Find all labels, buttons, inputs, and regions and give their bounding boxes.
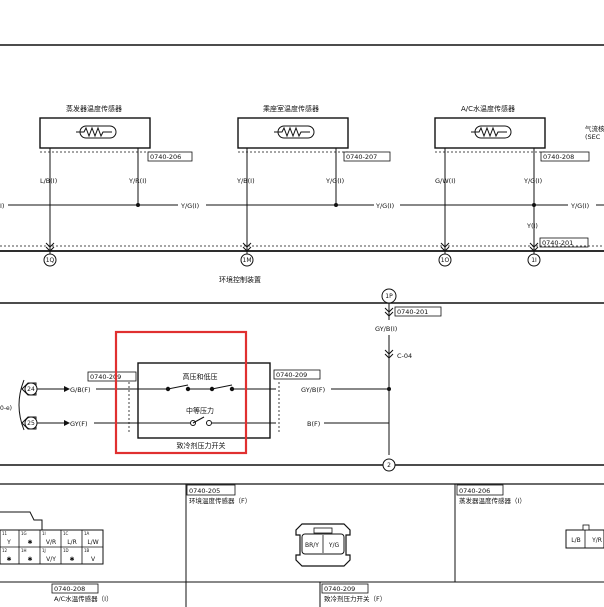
- svg-text:1I: 1I: [531, 257, 537, 264]
- panel-ambient-temp-sensor: 0740-205 环境温度传感器（F） BR/Y Y/G: [186, 484, 351, 567]
- svg-text:1D: 1D: [63, 548, 69, 553]
- left-edge-wire: I): [0, 202, 4, 210]
- ac-water-sensor-name: A/C水温传感器（I）: [54, 594, 113, 603]
- svg-text:V/R: V/R: [46, 539, 56, 546]
- sensor-3-name: A/C水温度传感器: [461, 104, 515, 113]
- connector-arrows: [45, 242, 539, 252]
- refrigerant-pressure-switch: 高压和低压 中等压力 致冷剂压力开关: [128, 362, 280, 450]
- svg-text:25: 25: [27, 420, 35, 427]
- svg-text:11: 11: [2, 531, 8, 536]
- ac-water-sensor-code: 0740-208: [54, 585, 85, 593]
- svg-text:✱: ✱: [6, 556, 11, 563]
- high-low-pressure-label: 高压和低压: [183, 372, 218, 381]
- sensor-1-right-wire: Y/R(I): [128, 177, 147, 185]
- svg-text:1Q: 1Q: [46, 257, 55, 264]
- panel-evaporator-temp-sensor: 0740-206 蒸发器温度传感器（I） L/B Y/R: [456, 484, 604, 549]
- pin-br-y: BR/Y: [305, 542, 319, 549]
- svg-text:0740-205: 0740-205: [189, 487, 220, 495]
- evaporator-temp-sensor: 蒸发器温度传感器 0740-206 L/B(I) Y/R(I): [39, 104, 193, 250]
- svg-text:GY/B(I): GY/B(I): [375, 325, 397, 333]
- svg-text:0-e): 0-e): [0, 405, 12, 412]
- svg-text:蒸发器温度传感器（I）: 蒸发器温度传感器（I）: [459, 496, 526, 505]
- svg-text:24: 24: [27, 386, 35, 393]
- svg-text:12: 12: [2, 548, 8, 553]
- climate-control-unit-label: 环境控制装置: [219, 275, 261, 284]
- ground-node: [382, 458, 396, 472]
- airflow-label-line2: (SEC: [585, 133, 601, 141]
- svg-text:1A: 1A: [84, 531, 90, 536]
- terminal-1i: [527, 253, 541, 267]
- sensor-3-left-wire: G/W(I): [435, 177, 456, 185]
- pressure-switch-panel-code: 0740-209: [324, 585, 355, 593]
- svg-text:1C: 1C: [63, 531, 69, 536]
- connector-1p: 1P 0740-201 GY/B(I) C-04: [375, 288, 442, 455]
- svg-text:G/B(F): G/B(F): [70, 386, 91, 394]
- sensor-3-code: 0740-208: [543, 153, 574, 161]
- yg-wire-2: Y/G(I): [375, 202, 394, 210]
- svg-text:GY/B(F): GY/B(F): [301, 386, 325, 394]
- svg-text:0740-206: 0740-206: [459, 487, 490, 495]
- sensor-2-code: 0740-207: [346, 153, 377, 161]
- terminal-1q: [43, 253, 57, 267]
- svg-text:1P: 1P: [385, 293, 393, 300]
- yg-wire-1: Y/G(I): [180, 202, 199, 210]
- pin-y-g: Y/G: [328, 542, 340, 549]
- svg-text:L/R: L/R: [67, 539, 77, 546]
- svg-text:1B: 1B: [84, 548, 90, 553]
- sensor-1-left-wire: L/B(I): [40, 177, 57, 185]
- sensor-2-right-wire: Y/G(I): [325, 177, 344, 185]
- svg-text:1M: 1M: [243, 257, 252, 264]
- terminal-1o: [438, 253, 452, 267]
- airflow-label-line1: 气流核: [585, 124, 604, 133]
- switch-code-right: 0740-209: [276, 371, 307, 379]
- svg-text:GY(F): GY(F): [70, 420, 88, 428]
- sensor-3-right-wire: Y/G(I): [523, 177, 542, 185]
- svg-text:✱: ✱: [27, 556, 32, 563]
- control-unit-code: 0740-201: [542, 239, 573, 247]
- svg-text:1G: 1G: [21, 531, 27, 536]
- cabin-temp-sensor: 乘座室温度传感器 0740-207 Y/B(I) Y/G(I): [236, 104, 391, 250]
- pressure-switch-panel-name: 致冷剂压力开关（F）: [324, 594, 386, 603]
- yg-wire-3: Y/G(I): [570, 202, 589, 210]
- ac-water-temp-sensor: A/C水温度传感器 0740-208 G/W(I) Y/G(I): [434, 104, 590, 250]
- y-wire-label: Y(I): [526, 222, 538, 230]
- sensor-1-name: 蒸发器温度传感器: [66, 104, 122, 113]
- terminal-1m: [240, 253, 254, 267]
- pressure-switch-name: 致冷剂压力开关: [177, 441, 226, 450]
- svg-text:1J: 1J: [42, 548, 46, 553]
- svg-text:B(F): B(F): [307, 420, 320, 428]
- svg-text:Y/R: Y/R: [591, 537, 602, 544]
- switch-right-wiring: GY/B(F) B(F): [301, 386, 391, 428]
- svg-text:V/Y: V/Y: [46, 556, 56, 563]
- svg-text:环境温度传感器（F）: 环境温度传感器（F）: [189, 496, 251, 505]
- svg-text:1H: 1H: [21, 548, 27, 553]
- switch-left-wiring: 0-e) 24 G/B(F) 25 GY(F): [0, 379, 132, 431]
- svg-text:Y: Y: [6, 539, 11, 546]
- svg-text:2: 2: [387, 462, 391, 469]
- switch-code-left: 0740-209: [90, 373, 121, 381]
- yg-wire-run: I) Y/G(I) Y/G(I) Y/G(I): [0, 202, 604, 210]
- mid-pressure-label: 中等压力: [186, 406, 214, 415]
- svg-text:1O: 1O: [441, 257, 450, 264]
- highlight-box: [114, 330, 248, 455]
- svg-text:0740-201: 0740-201: [397, 308, 428, 316]
- svg-text:C-04: C-04: [397, 352, 412, 360]
- sensor-2-left-wire: Y/B(I): [236, 177, 255, 185]
- svg-text:L/B: L/B: [571, 537, 580, 544]
- svg-text:1I: 1I: [42, 531, 46, 536]
- sensor-1-code: 0740-206: [150, 153, 181, 161]
- svg-text:V: V: [91, 556, 96, 563]
- svg-text:✱: ✱: [27, 539, 32, 546]
- sensor-2-name: 乘座室温度传感器: [263, 104, 319, 113]
- svg-text:✱: ✱: [69, 556, 74, 563]
- svg-text:L/W: L/W: [87, 539, 98, 546]
- connector-grid: Y ✱ V/R L/R L/W ✱ ✱ V/Y ✱ V 11 1G 1I 1C …: [0, 511, 104, 565]
